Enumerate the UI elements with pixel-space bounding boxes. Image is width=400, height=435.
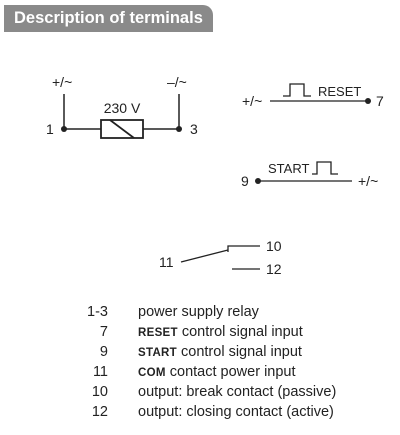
terminal-7-dot xyxy=(365,98,371,104)
legend-description: RESET control signal input xyxy=(138,324,303,340)
terminal-diagram: +/~ –/~ 230 V 1 3 +/~ RESET 7 9 START +/… xyxy=(46,74,384,277)
terminal-3-label: 3 xyxy=(190,121,198,137)
relay-coil xyxy=(100,119,144,139)
legend-row: 1-3 power supply relay xyxy=(0,302,400,322)
legend-description: COM contact power input xyxy=(138,364,296,380)
legend-number: 10 xyxy=(91,384,108,400)
terminal-12-label: 12 xyxy=(266,261,282,277)
legend-row: 9 START control signal input xyxy=(0,342,400,362)
legend-description: output: break contact (passive) xyxy=(138,384,337,400)
reset-signal xyxy=(270,83,368,102)
relay-left-polarity: +/~ xyxy=(52,74,72,90)
legend-number: 12 xyxy=(91,404,108,420)
reset-polarity: +/~ xyxy=(242,93,262,109)
start-polarity: +/~ xyxy=(358,173,378,189)
reset-label: RESET xyxy=(318,84,361,99)
terminal-9-dot xyxy=(255,178,261,184)
start-label: START xyxy=(268,161,309,176)
terminal-11-label: 11 xyxy=(159,254,174,270)
legend-row: 7 RESET control signal input xyxy=(0,322,400,342)
legend-description: output: closing contact (active) xyxy=(138,404,334,420)
legend-description: power supply relay xyxy=(138,304,259,320)
terminal-3-dot xyxy=(176,126,182,132)
legend-number: 11 xyxy=(92,364,108,380)
legend-row: 11 COM contact power input xyxy=(0,362,400,382)
terminal-9-label: 9 xyxy=(241,173,249,189)
relay-right-polarity: –/~ xyxy=(167,74,187,90)
relay-voltage-label: 230 V xyxy=(104,100,141,116)
terminal-7-label: 7 xyxy=(376,93,384,109)
legend-row: 12 output: closing contact (active) xyxy=(0,402,400,422)
section-title: Description of terminals xyxy=(4,5,213,32)
start-signal xyxy=(258,161,352,182)
legend-row: 10 output: break contact (passive) xyxy=(0,382,400,402)
output-contact xyxy=(180,245,260,270)
legend-number: 7 xyxy=(99,324,108,340)
legend-description: START control signal input xyxy=(138,344,302,360)
relay-supply-circuit xyxy=(63,94,180,139)
terminal-10-label: 10 xyxy=(266,238,282,254)
legend-number: 9 xyxy=(99,344,108,360)
terminal-1-dot xyxy=(61,126,67,132)
legend-number: 1-3 xyxy=(87,304,108,320)
terminal-1-label: 1 xyxy=(46,121,54,137)
